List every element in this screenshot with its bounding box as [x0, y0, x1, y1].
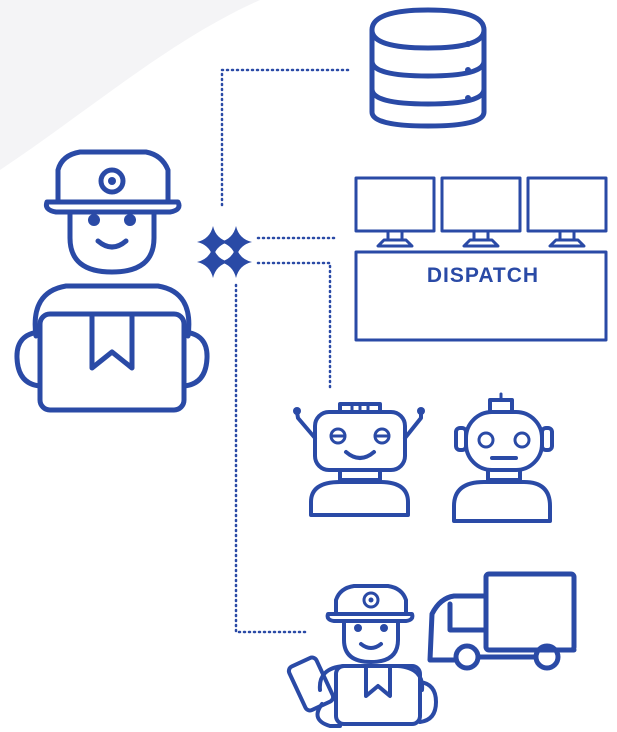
connector-sparkle-icon [197, 226, 252, 278]
dispatch-station-icon: DISPATCH [354, 176, 608, 342]
robot-left-icon [293, 402, 425, 517]
connector-to-robots [256, 261, 332, 390]
connector-lines [220, 68, 354, 634]
database-icon [369, 7, 487, 129]
delivery-worker-icon [14, 149, 210, 413]
connector-to-database [220, 68, 354, 207]
delivery-truck-icon [427, 571, 577, 671]
robot-right-icon [452, 392, 554, 523]
courier-with-phone-icon [286, 584, 438, 728]
connector-to-courier [234, 283, 308, 634]
dispatch-label: DISPATCH [427, 264, 539, 287]
